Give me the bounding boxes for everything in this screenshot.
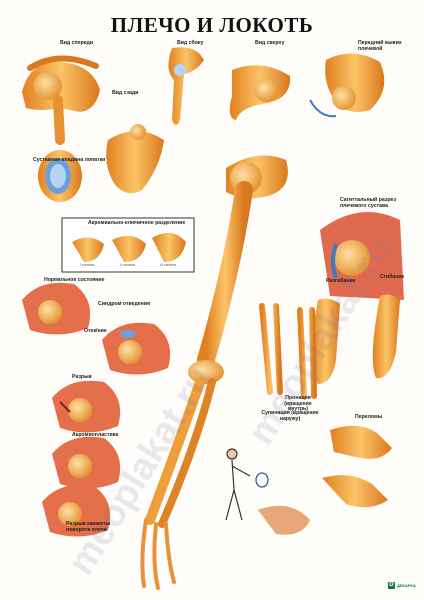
label-top-view: Вид сверху	[255, 40, 285, 46]
scapula-back-view	[106, 124, 164, 194]
label-fractures: Переломы	[355, 414, 383, 420]
label-front-capsule: Передний вывих плечевой	[358, 40, 402, 52]
logo-mark-icon: D	[388, 582, 395, 589]
label-back-view: Вид сзади	[112, 90, 139, 96]
label-front-view: Вид спереди	[60, 40, 94, 46]
label-extension: Разгибание	[326, 278, 356, 284]
label-rotator-tear: Разрыв манжеты поворота плеча	[66, 521, 111, 533]
label-acromioplasty: Акромиопластика	[72, 432, 119, 438]
arm-skeleton	[140, 155, 288, 590]
acromio-grades	[72, 232, 186, 262]
publisher-logo: D ДЕКАРКА	[388, 582, 416, 589]
label-sagittal: Сагиттальный разрез плечевого сустава	[340, 197, 397, 209]
label-pronation: Пронация (вращение внутрь)	[284, 395, 312, 413]
shoulder-conditions	[22, 282, 171, 537]
anterior-dislocation	[309, 53, 385, 118]
tennis-player	[225, 448, 269, 521]
sagittal-section	[320, 212, 404, 300]
label-normal: Нормальное состояние	[44, 277, 105, 283]
label-acromio: Акромиально-ключичное разделение	[88, 220, 186, 226]
label-grade-2: II степень	[120, 263, 136, 267]
glenoid-cavity	[38, 150, 82, 202]
shoulder-top-view	[229, 65, 291, 120]
label-impingement: Синдром отведения	[98, 301, 151, 307]
label-grade-1: I степень	[80, 263, 95, 267]
label-flexion: Сгибание	[380, 274, 405, 280]
shoulder-front-view	[22, 55, 100, 145]
label-supination: Супинация (вращение наружу)	[261, 410, 319, 422]
poster-title: ПЛЕЧО И ЛОКОТЬ	[110, 13, 314, 37]
scapula-side-view	[168, 47, 204, 126]
label-grade-3: III степень	[160, 263, 177, 267]
label-tear: Разрыв	[72, 374, 92, 380]
label-edema: Отек/ние	[84, 328, 107, 334]
label-glenoid: Суставная впадина лопатки	[33, 157, 106, 163]
elbow-details	[258, 294, 400, 535]
logo-text: ДЕКАРКА	[397, 583, 416, 588]
label-side-view: Вид сбоку	[177, 40, 204, 46]
